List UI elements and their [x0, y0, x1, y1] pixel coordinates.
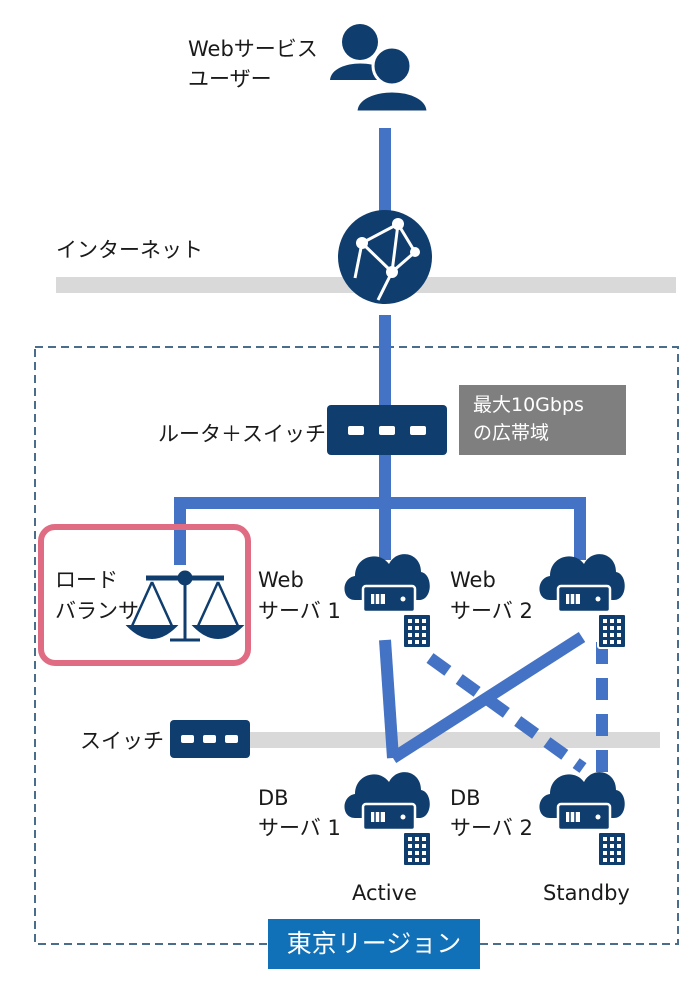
internet-label: インターネット [56, 238, 203, 262]
users-label-line2: ユーザー [188, 67, 272, 91]
globe-icon [338, 210, 432, 304]
replication-links [426, 642, 608, 775]
web-server-1-icon [343, 552, 433, 650]
users-label-line1: Webサービス [188, 37, 318, 61]
web-server-2-icon [538, 552, 628, 650]
users-icon [330, 24, 430, 114]
db1-label-line1: DB [258, 786, 289, 810]
db2-label-line2: サーバ 2 [450, 816, 533, 840]
bandwidth-line1: 最大10Gbps [473, 394, 584, 416]
router-switch-icon [327, 405, 447, 455]
db1-status: Active [352, 881, 417, 905]
web1-label-line2: サーバ 1 [258, 599, 341, 623]
lb-label-line1: ロード [55, 568, 118, 592]
bandwidth-box: 最大10Gbps の広帯域 [459, 385, 626, 455]
region-label: 東京リージョン [268, 919, 480, 969]
web2-label-line2: サーバ 2 [450, 599, 533, 623]
web1-label-line1: Web [258, 568, 304, 592]
db2-status: Standby [543, 881, 630, 905]
switch-label: スイッチ [80, 729, 164, 753]
network-links [174, 128, 586, 764]
db-server-2-icon [538, 770, 628, 868]
switch-icon [170, 720, 250, 758]
lb-label-line2: バランサ [55, 599, 139, 623]
db-server-1-icon [343, 770, 433, 868]
db1-label-line2: サーバ 1 [258, 816, 341, 840]
db2-label-line1: DB [450, 786, 481, 810]
load-balancer-highlight [38, 524, 251, 666]
web2-label-line1: Web [450, 568, 496, 592]
router-label: ルータ＋スイッチ [158, 422, 326, 446]
scale-icon [125, 570, 245, 642]
bandwidth-line2: の広帯域 [473, 422, 550, 444]
